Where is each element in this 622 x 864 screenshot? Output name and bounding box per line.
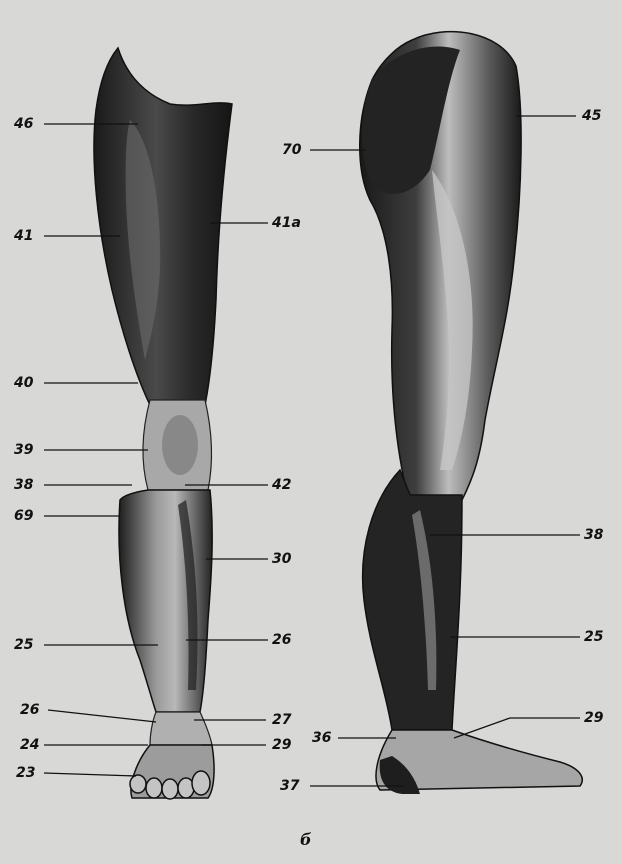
label-29-lateral: 29 — [584, 711, 603, 725]
label-25-anterior: 25 — [14, 638, 33, 652]
label-27: 27 — [272, 713, 291, 727]
patella — [162, 415, 198, 475]
label-29-anterior: 29 — [272, 738, 291, 752]
lateral-leg — [360, 32, 582, 794]
label-69: 69 — [14, 509, 33, 523]
label-70: 70 — [282, 143, 301, 157]
label-39: 39 — [14, 443, 33, 457]
label-38-lateral: 38 — [584, 528, 603, 542]
anterior-ankle — [150, 712, 212, 745]
label-23: 23 — [16, 766, 35, 780]
figure-caption: б — [300, 830, 312, 849]
anterior-thigh — [94, 48, 232, 405]
label-45: 45 — [582, 109, 601, 123]
label-24: 24 — [20, 738, 39, 752]
label-38-anterior: 38 — [14, 478, 33, 492]
label-42: 42 — [272, 478, 291, 492]
label-37: 37 — [280, 779, 299, 793]
label-40: 40 — [14, 376, 33, 390]
label-46: 46 — [14, 117, 33, 131]
label-26-right: 26 — [272, 633, 291, 647]
label-41: 41 — [14, 229, 33, 243]
label-41a: 41a — [272, 216, 301, 230]
label-25-lateral: 25 — [584, 630, 603, 644]
anterior-leg — [94, 48, 232, 799]
label-30: 30 — [272, 552, 291, 566]
label-36: 36 — [312, 731, 331, 745]
label-26-left: 26 — [20, 703, 39, 717]
lateral-calf — [363, 470, 462, 730]
anterior-shin — [119, 490, 212, 712]
